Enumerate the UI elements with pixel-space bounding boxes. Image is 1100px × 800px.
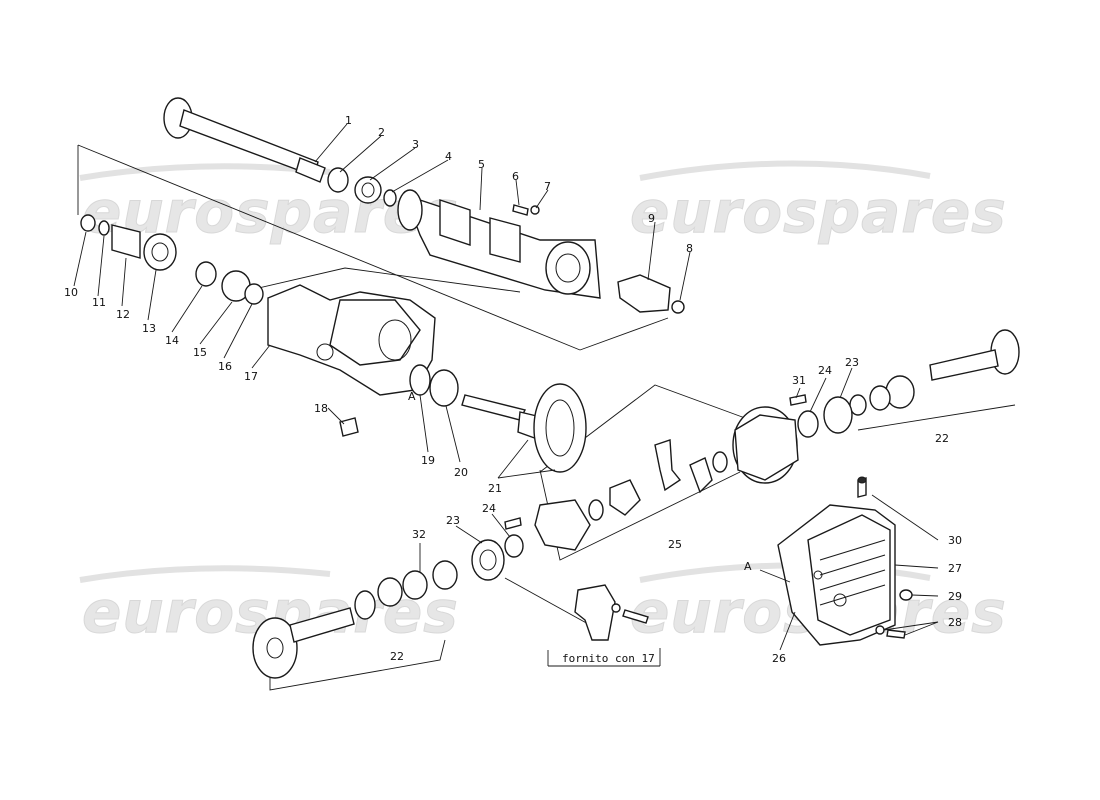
spider-gears-part xyxy=(504,439,728,551)
bearing-right-part xyxy=(823,396,853,434)
bearing-part xyxy=(354,176,382,204)
callout-19: 19 xyxy=(421,454,435,467)
callout-5: 5 xyxy=(478,158,485,171)
callout-21: 21 xyxy=(488,482,502,495)
callout-12: 12 xyxy=(116,308,130,321)
shim-left-part xyxy=(504,534,524,558)
race-left-part xyxy=(432,560,458,590)
callout-28: 28 xyxy=(948,616,962,629)
callout-23-left: 23 xyxy=(446,514,460,527)
callout-26: 26 xyxy=(772,652,786,665)
bearing-left-outer-part xyxy=(377,577,403,607)
bracket-plate-part xyxy=(574,584,649,641)
washer-part xyxy=(530,205,540,215)
axle-shaft-part xyxy=(163,97,326,183)
leader-lines xyxy=(73,123,939,651)
bolt-right-part xyxy=(789,394,807,406)
clip-part xyxy=(671,300,685,314)
snap-ring-part xyxy=(327,167,349,193)
bearing-cup-part xyxy=(143,233,177,271)
callout-10: 10 xyxy=(64,286,78,299)
callout-13: 13 xyxy=(142,322,156,335)
callout-27: 27 xyxy=(948,562,962,575)
callout-labels: 1 2 3 4 5 6 7 8 9 10 11 12 13 14 15 16 1… xyxy=(64,114,962,665)
differential-housing-part xyxy=(267,284,436,396)
callout-1: 1 xyxy=(345,114,352,127)
callout-24-left: 24 xyxy=(482,502,496,515)
callout-20: 20 xyxy=(454,466,468,479)
callout-32: 32 xyxy=(412,528,426,541)
spacer-part xyxy=(244,283,264,305)
watermark-top-left: eurospares xyxy=(82,178,459,246)
plug-cover-part xyxy=(899,589,913,601)
bolt-part xyxy=(512,204,529,216)
plug-part xyxy=(339,417,359,437)
callout-24-right: 24 xyxy=(818,364,832,377)
washer-cover-part xyxy=(875,625,885,635)
callout-18: 18 xyxy=(314,402,328,415)
callout-A-cover: A xyxy=(744,560,752,573)
rear-cover-part xyxy=(777,504,896,646)
callout-15: 15 xyxy=(193,346,207,359)
watermark-top-right: eurospares xyxy=(630,178,1007,246)
callout-17: 17 xyxy=(244,370,258,383)
bearing-left-part xyxy=(471,539,505,581)
washer-small-part xyxy=(98,220,110,236)
callout-7: 7 xyxy=(544,180,551,193)
callout-29: 29 xyxy=(948,590,962,603)
callout-3: 3 xyxy=(412,138,419,151)
axle-tube-part xyxy=(397,189,601,299)
callout-A-housing: A xyxy=(408,390,416,403)
nut-part xyxy=(80,214,96,232)
callout-6: 6 xyxy=(512,170,519,183)
callout-22-left: 22 xyxy=(390,650,404,663)
watermark-group: eurospares eurospares eurospares eurospa… xyxy=(79,160,1007,647)
callout-16: 16 xyxy=(218,360,232,373)
output-shaft-left-part xyxy=(252,607,355,679)
seal-left-part xyxy=(402,570,428,600)
snap-ring-left-part xyxy=(354,590,376,620)
flange-part xyxy=(111,224,141,259)
differential-carrier-part xyxy=(732,406,799,484)
callout-8: 8 xyxy=(686,242,693,255)
shim-part xyxy=(195,261,217,287)
callout-30: 30 xyxy=(948,534,962,547)
shim-right-part xyxy=(797,410,819,438)
seal-ring-part xyxy=(383,189,397,207)
callout-11: 11 xyxy=(92,296,106,309)
callout-4: 4 xyxy=(445,150,452,163)
bolt-cover-part xyxy=(886,629,906,639)
callout-14: 14 xyxy=(165,334,179,347)
callout-2: 2 xyxy=(378,126,385,139)
callout-22-right: 22 xyxy=(935,432,949,445)
yoke-part xyxy=(617,274,671,313)
pinion-bearing-part xyxy=(429,369,459,407)
callout-25: 25 xyxy=(668,538,682,551)
callout-23-right: 23 xyxy=(845,356,859,369)
supply-note: fornito con 17 xyxy=(562,652,655,665)
callout-9: 9 xyxy=(648,212,655,225)
crown-pinion-part xyxy=(461,383,587,473)
output-shaft-right-part xyxy=(849,329,1020,416)
callout-31: 31 xyxy=(792,374,806,387)
